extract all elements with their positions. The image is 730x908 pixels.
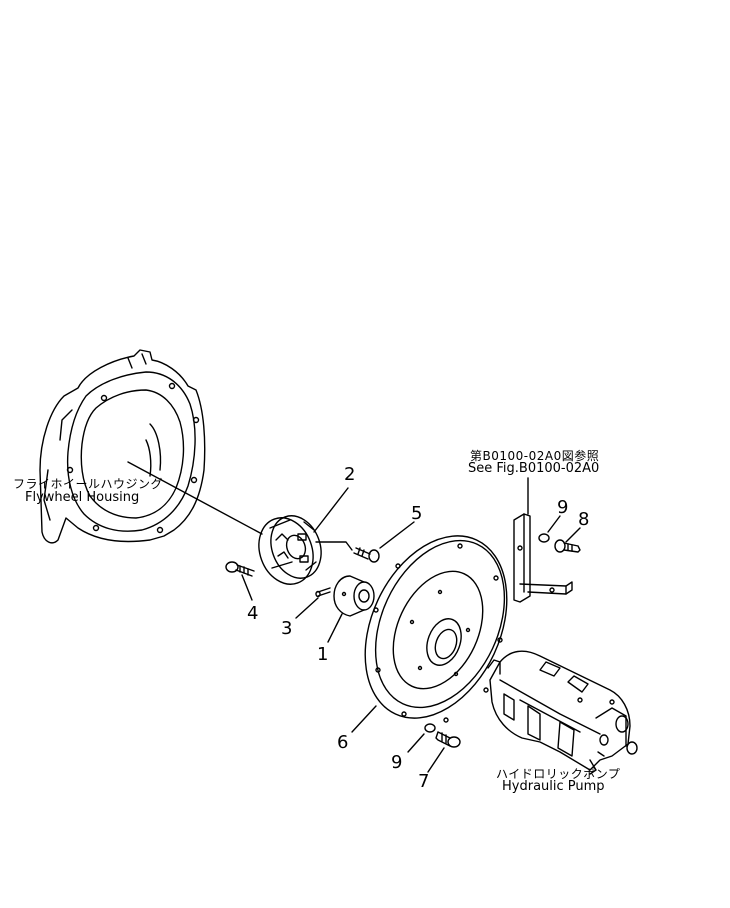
bolt-8	[554, 539, 581, 553]
leader-7	[427, 747, 445, 773]
leader-4	[241, 574, 253, 601]
leader-3	[295, 597, 319, 619]
see-fig-label-en: See Fig.B0100-02A0	[468, 461, 600, 476]
pin-3	[315, 587, 331, 598]
flywheel-housing	[39, 349, 206, 544]
callout-7: 7	[418, 771, 430, 792]
flywheel-plate-6	[364, 535, 508, 723]
coupling-bolt-line	[315, 541, 353, 551]
leader-9-lower	[407, 733, 425, 753]
leader-8	[565, 527, 581, 543]
callout-3: 3	[281, 618, 293, 639]
hydraulic-pump-label-en: Hydraulic Pump	[502, 779, 605, 794]
leader-2	[313, 487, 349, 533]
bolt-5	[353, 547, 380, 563]
flywheel-housing-label-en: Flywheel Housing	[25, 490, 140, 505]
housing-leader-line	[127, 461, 263, 535]
leader-1	[327, 613, 343, 643]
washer-9-upper	[538, 533, 550, 543]
leader-9-upper	[547, 515, 561, 533]
callout-4: 4	[247, 603, 259, 624]
callout-6: 6	[337, 732, 349, 753]
washer-9-lower	[424, 723, 436, 733]
callout-1: 1	[317, 644, 329, 665]
bracket	[513, 513, 573, 603]
callout-2: 2	[344, 464, 356, 485]
leader-6	[351, 705, 377, 733]
coupling	[258, 515, 322, 585]
see-fig-label-jp: 第B0100-02A0図参照	[470, 449, 600, 463]
leader-5	[379, 521, 415, 549]
callout-9-lower: 9	[391, 752, 403, 773]
hydraulic-pump-label-jp: ハイドロリックポンプ	[496, 767, 621, 781]
bolt-7	[435, 731, 461, 748]
bolt-4	[225, 561, 255, 577]
callout-8: 8	[578, 509, 590, 530]
hydraulic-pump	[487, 650, 638, 775]
flywheel-housing-label-jp: フライホイールハウジング	[13, 477, 164, 491]
callout-9-upper: 9	[557, 497, 569, 518]
hub-1	[333, 575, 375, 617]
callout-5: 5	[411, 503, 423, 524]
